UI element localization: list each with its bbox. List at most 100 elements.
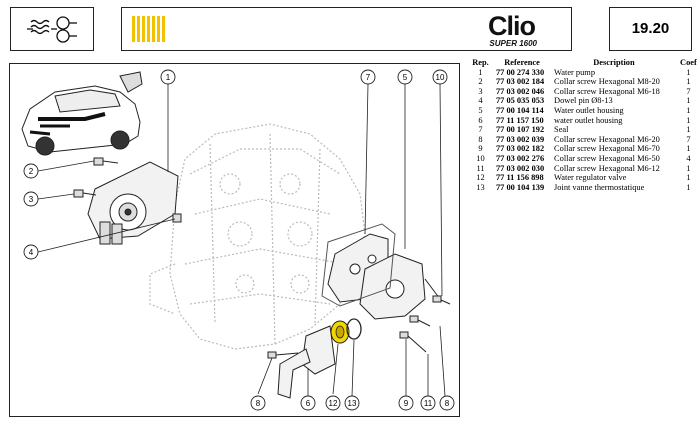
row-reference: 77 00 107 192: [495, 125, 545, 135]
row-reference: 77 11 156 898: [495, 173, 544, 183]
row-description: Collar screw Hexagonal M8-20: [554, 77, 660, 87]
svg-text:2: 2: [29, 167, 34, 176]
svg-text:5: 5: [403, 73, 408, 82]
svg-text:12: 12: [329, 399, 338, 408]
row-rep: 5: [478, 105, 483, 115]
row-rep: 1: [478, 67, 483, 77]
exploded-diagram: 1 2 3 4 5 6 7 8 9 10 11 12 13 8: [9, 63, 460, 417]
row-description: Water pump: [554, 67, 596, 77]
callout-8b: 8: [439, 395, 455, 411]
row-description: water outlet housing: [554, 115, 623, 125]
row-description: Seal: [554, 125, 569, 135]
row-reference: 77 03 002 184: [495, 77, 545, 87]
row-description: Dowel pin Ø8-13: [554, 96, 613, 106]
row-reference: 77 00 104 139: [495, 182, 545, 192]
row-reference: 77 03 002 039: [495, 134, 545, 144]
row-rep: 9: [478, 144, 483, 154]
page-number-box: 19.20: [609, 7, 692, 51]
row-coef: 1: [686, 163, 691, 173]
row-description: Joint vanne thermostatique: [554, 182, 645, 192]
col-coef-header: Coef: [680, 58, 697, 67]
row-rep: 8: [478, 134, 483, 144]
callout-9: 9: [398, 395, 414, 411]
screw-part: [399, 331, 427, 353]
brand-logo-text: Clio: [488, 11, 536, 41]
thermostat-part: [330, 320, 350, 344]
callout-8: 8: [250, 395, 266, 411]
row-coef: 1: [686, 77, 691, 87]
svg-text:11: 11: [424, 399, 433, 408]
table-row: 7 77 00 107 192 Seal 1: [468, 125, 700, 135]
callout-13: 13: [344, 395, 360, 411]
dowel-part: [172, 213, 182, 223]
svg-text:13: 13: [348, 399, 357, 408]
callout-5: 5: [397, 69, 413, 85]
page-number: 19.20: [631, 20, 670, 37]
row-coef: 1: [686, 144, 691, 154]
screw-part: [409, 315, 431, 327]
row-description: Collar screw Hexagonal M6-50: [554, 153, 660, 163]
callout-3: 3: [23, 191, 39, 207]
row-description: Collar screw Hexagonal M6-12: [554, 163, 660, 173]
row-reference: 77 03 002 030: [495, 163, 545, 173]
callout-4: 4: [23, 244, 39, 260]
row-description: Water outlet housing: [554, 105, 624, 115]
row-reference: 77 00 104 114: [495, 105, 544, 115]
row-rep: 3: [478, 86, 483, 96]
row-coef: 7: [686, 86, 691, 96]
col-rep-header: Rep.: [472, 58, 489, 67]
row-rep: 7: [478, 125, 483, 135]
row-reference: 77 00 274 330: [495, 67, 545, 77]
row-rep: 12: [476, 173, 485, 183]
row-coef: 1: [686, 96, 691, 106]
row-rep: 11: [476, 163, 485, 173]
row-coef: 1: [686, 67, 691, 77]
row-coef: 1: [686, 105, 691, 115]
screw-part: [432, 295, 451, 305]
car-icon: [21, 71, 143, 156]
col-reference-header: Reference: [504, 58, 540, 67]
row-reference: 77 11 157 150: [495, 115, 544, 125]
col-description-header: Description: [593, 58, 635, 67]
row-reference: 77 03 002 046: [495, 86, 545, 96]
svg-text:8: 8: [256, 399, 261, 408]
callout-7: 7: [360, 69, 376, 85]
screw-part: [93, 157, 119, 166]
screw-part: [73, 189, 97, 198]
row-coef: 1: [686, 182, 691, 192]
row-coef: 1: [686, 173, 691, 183]
parts-table-header: Rep. Reference Description Coef: [468, 58, 700, 68]
callout-12: 12: [325, 395, 341, 411]
row-description: Water regulator valve: [554, 173, 627, 183]
table-row: 1 77 00 274 330 Water pump 1: [468, 68, 700, 78]
row-reference: 77 05 035 053: [495, 96, 545, 106]
svg-text:8: 8: [445, 399, 450, 408]
row-coef: 4: [686, 153, 691, 163]
callout-markers: 1 2 3 4 5 6 7 8 9 10 11 12 13 8: [23, 69, 455, 411]
cooling-system-icon-box: [10, 7, 94, 51]
engine-exploded-view: 1 2 3 4 5 6 7 8 9 10 11 12 13 8: [21, 69, 455, 411]
row-rep: 10: [476, 153, 485, 163]
svg-text:3: 3: [29, 195, 34, 204]
row-coef: 7: [686, 134, 691, 144]
row-description: Collar screw Hexagonal M6-70: [554, 144, 660, 154]
table-row: 5 77 00 104 114 Water outlet housing 1: [468, 106, 700, 116]
svg-text:1: 1: [166, 73, 171, 82]
svg-text:9: 9: [404, 399, 409, 408]
engine-block-outline: [149, 123, 366, 350]
callout-6: 6: [300, 395, 316, 411]
leader-lines: [37, 83, 446, 397]
row-coef: 1: [686, 125, 691, 135]
row-description: Collar screw Hexagonal M6-18: [554, 86, 660, 96]
seal-part: [321, 223, 396, 307]
callout-10: 10: [432, 69, 448, 85]
row-rep: 2: [478, 77, 483, 87]
svg-text:7: 7: [366, 73, 371, 82]
water-pump-cooling-icon: [27, 16, 77, 43]
